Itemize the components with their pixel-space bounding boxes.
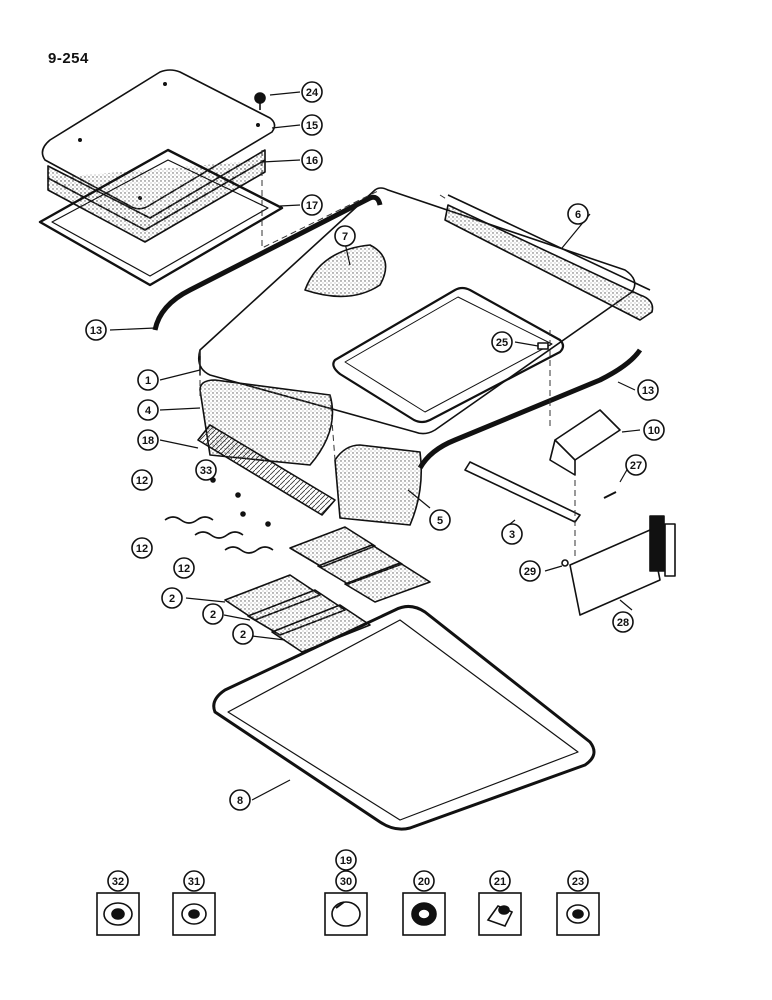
callout-3: 3 <box>509 529 515 541</box>
callout-32: 32 <box>112 876 124 888</box>
callout-19: 19 <box>340 855 352 867</box>
callout-30: 30 <box>340 876 352 888</box>
callout-10: 10 <box>648 425 660 437</box>
part-24-knob <box>254 92 266 110</box>
part-20-box <box>402 892 446 936</box>
callout-12-top: 12 <box>136 475 148 487</box>
callout-15: 15 <box>306 120 318 132</box>
part-31-box <box>172 892 216 936</box>
part-29-clip <box>561 559 569 567</box>
part-33-fasteners <box>210 477 271 527</box>
callout-31: 31 <box>188 876 200 888</box>
callout-5: 5 <box>437 515 443 527</box>
part-3-bar <box>464 461 581 523</box>
callout-29: 29 <box>524 566 536 578</box>
part-21-box <box>478 892 522 936</box>
part-2-pads <box>224 526 431 653</box>
callout-23: 23 <box>572 876 584 888</box>
callout-28: 28 <box>617 617 629 629</box>
callout-4: 4 <box>145 405 152 417</box>
callout-12-middle: 12 <box>136 543 148 555</box>
part-13-left-trim <box>152 194 383 331</box>
callout-21: 21 <box>494 876 506 888</box>
part-30-box <box>324 892 368 936</box>
part-23-box <box>556 892 600 936</box>
part-18-vent <box>197 424 336 516</box>
callout-8: 8 <box>237 795 243 807</box>
callout-12-bottom: 12 <box>178 563 190 575</box>
callout-6: 6 <box>575 209 581 221</box>
callout-7: 7 <box>342 231 348 243</box>
callout-group: 24 15 16 17 6 7 13 25 1 13 4 10 18 27 33… <box>85 81 665 892</box>
part-28-switch-panel <box>569 515 676 616</box>
part-27-screw <box>603 491 617 499</box>
callout-24: 24 <box>306 87 319 99</box>
part-10-bracket <box>549 409 621 476</box>
callout-33: 33 <box>200 465 212 477</box>
part-6-side-trim <box>444 194 654 321</box>
callout-25: 25 <box>496 337 508 349</box>
part-12-spring-a <box>164 516 214 524</box>
callout-20: 20 <box>418 876 430 888</box>
callout-27: 27 <box>630 460 642 472</box>
part-32-box <box>96 892 140 936</box>
part-12-spring-b <box>194 531 244 539</box>
callout-17: 17 <box>306 200 318 212</box>
part-13-right-trim <box>417 348 643 470</box>
page-number: 9-254 <box>48 50 89 67</box>
callout-2-bottom: 2 <box>240 629 246 641</box>
callout-13-right: 13 <box>642 385 654 397</box>
part-12-spring-c <box>224 546 274 554</box>
callout-13-left: 13 <box>90 325 102 337</box>
part-8-seal <box>212 605 596 831</box>
callout-2-top: 2 <box>169 593 175 605</box>
part-17-frame <box>38 148 284 287</box>
part-5-headliner <box>334 444 423 526</box>
callout-1: 1 <box>145 375 151 387</box>
callout-16: 16 <box>306 155 318 167</box>
callout-18: 18 <box>142 435 154 447</box>
callout-2-middle: 2 <box>210 609 216 621</box>
